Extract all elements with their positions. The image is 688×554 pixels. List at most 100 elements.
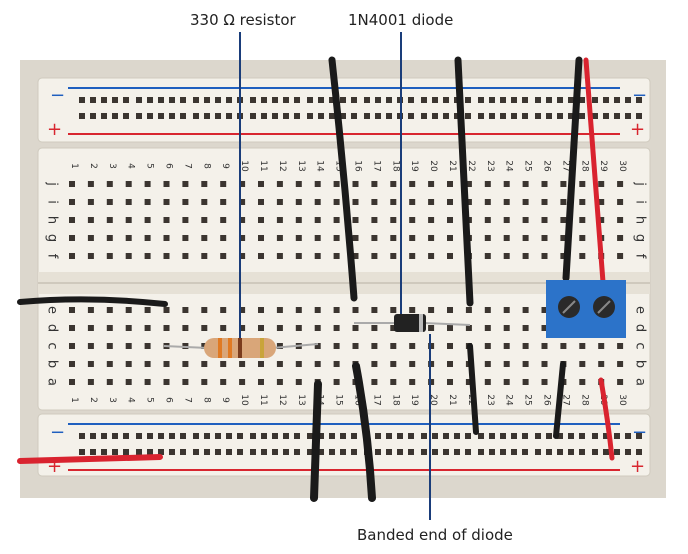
hole <box>522 217 529 223</box>
hole <box>144 181 151 187</box>
rail-hole <box>226 113 232 119</box>
hole <box>144 217 151 223</box>
rail-hole <box>272 449 278 455</box>
column-number-top: 13 <box>296 160 306 171</box>
hole <box>560 235 567 241</box>
rail-hole <box>535 449 541 455</box>
rail-hole <box>386 97 392 103</box>
rail-hole <box>636 449 642 455</box>
hole <box>390 379 397 385</box>
column-number-top: 22 <box>466 160 476 171</box>
hole <box>87 181 94 187</box>
hole <box>106 343 113 349</box>
hole <box>390 181 397 187</box>
column-number-top: 3 <box>107 163 117 169</box>
rail-hole <box>500 97 506 103</box>
rail-hole <box>329 433 335 439</box>
row-letter-left: h <box>45 216 60 224</box>
column-number-bottom: 5 <box>145 397 155 403</box>
rail-hole <box>226 433 232 439</box>
rail-hole <box>454 433 460 439</box>
rail-hole <box>625 449 631 455</box>
hole <box>617 181 624 187</box>
hole <box>333 343 340 349</box>
hole <box>276 325 283 331</box>
rail-hole <box>158 449 164 455</box>
rail-hole <box>237 433 243 439</box>
rail-hole <box>364 97 370 103</box>
rail-hole <box>147 113 153 119</box>
hole <box>428 307 435 313</box>
hole <box>428 199 435 205</box>
hole <box>428 181 435 187</box>
column-number-bottom: 13 <box>296 394 306 405</box>
hole <box>106 181 113 187</box>
bottom-minus-left: − <box>50 422 65 443</box>
hole <box>258 181 264 187</box>
hole <box>522 361 529 367</box>
column-number-top: 4 <box>126 163 136 169</box>
hole <box>617 235 624 241</box>
hole <box>522 307 529 313</box>
bottom-power-rail <box>37 413 651 477</box>
hole <box>295 307 302 313</box>
rail-hole <box>603 97 609 103</box>
column-number-top: 28 <box>579 160 589 172</box>
row-letter-left: f <box>45 254 60 259</box>
banded-end-callout: Banded end of diode <box>357 526 513 544</box>
hole <box>144 343 151 349</box>
black-wire-7 <box>553 361 566 439</box>
rail-hole <box>465 113 471 119</box>
hole <box>201 379 208 385</box>
hole <box>163 307 170 313</box>
hole <box>541 307 548 313</box>
hole <box>409 379 416 385</box>
rail-hole <box>307 433 313 439</box>
rail-hole <box>136 449 142 455</box>
rail-hole <box>625 113 631 119</box>
hole <box>541 253 548 259</box>
column-number-bottom: 30 <box>617 394 627 406</box>
rail-hole <box>397 449 403 455</box>
rail-hole <box>112 97 118 103</box>
black-wire-4 <box>310 380 322 502</box>
row-letter-left: a <box>45 378 60 386</box>
rail-hole <box>147 97 153 103</box>
hole <box>428 379 435 385</box>
hole <box>258 217 264 223</box>
rail-hole <box>204 433 210 439</box>
rail-hole <box>546 113 552 119</box>
hole <box>201 199 208 205</box>
rail-hole <box>535 113 541 119</box>
rail-hole <box>351 97 357 103</box>
hole <box>201 361 208 367</box>
hole <box>579 181 586 187</box>
rail-hole <box>307 97 313 103</box>
hole <box>484 253 491 259</box>
column-number-bottom: 24 <box>504 394 514 406</box>
hole <box>182 181 189 187</box>
rail-hole <box>454 449 460 455</box>
hole <box>371 343 378 349</box>
rail-hole <box>489 449 495 455</box>
rail-hole <box>193 97 199 103</box>
hole <box>352 307 359 313</box>
rail-hole <box>90 113 96 119</box>
top-minus-right: − <box>632 85 647 106</box>
hole <box>125 253 132 259</box>
hole <box>276 199 283 205</box>
column-number-top: 8 <box>201 163 211 169</box>
column-number-top: 2 <box>88 163 98 169</box>
rail-hole <box>340 113 346 119</box>
column-number-top: 17 <box>371 160 381 171</box>
hole <box>144 361 151 367</box>
hole <box>295 199 302 205</box>
hole <box>484 199 491 205</box>
hole <box>560 181 567 187</box>
hole <box>333 181 340 187</box>
column-number-top: 20 <box>428 160 438 172</box>
hole <box>409 343 416 349</box>
rail-hole <box>364 113 370 119</box>
hole <box>484 343 491 349</box>
hole <box>69 343 75 349</box>
